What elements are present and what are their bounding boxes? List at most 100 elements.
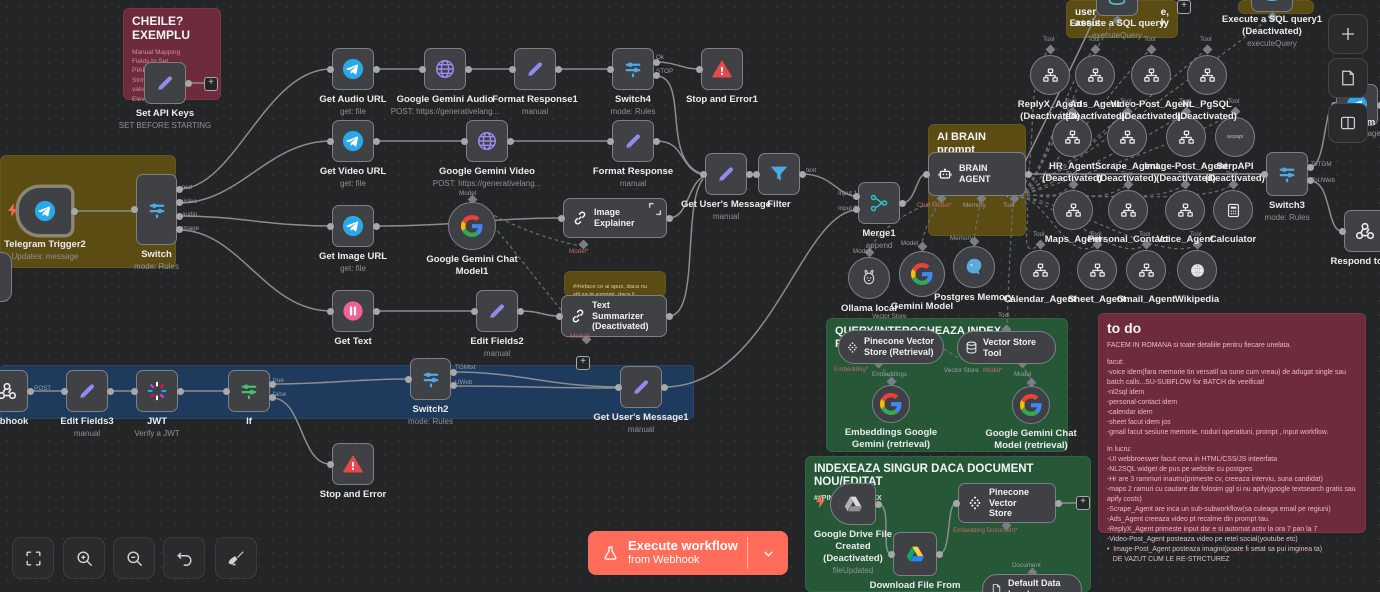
get-audio-url[interactable] (332, 48, 374, 90)
zoom-out-button[interactable] (113, 537, 155, 579)
filter[interactable] (758, 153, 800, 195)
connection-port[interactable] (952, 499, 960, 507)
connection-port[interactable] (372, 137, 380, 145)
tidy-up-button[interactable] (215, 537, 257, 579)
connection-port[interactable] (695, 65, 703, 73)
image-post-agent[interactable] (1166, 117, 1206, 157)
connection-port[interactable] (1306, 177, 1314, 185)
nl-pgsql[interactable] (1187, 55, 1227, 95)
switch2[interactable] (410, 358, 451, 400)
set-api-keys[interactable] (144, 62, 186, 104)
format-response[interactable] (612, 120, 654, 162)
gmail-agent[interactable] (1126, 250, 1166, 290)
connection-port[interactable] (506, 137, 514, 145)
connection-port[interactable] (470, 307, 478, 315)
voice-agent[interactable] (1165, 190, 1205, 230)
add-node-button[interactable] (1328, 14, 1368, 54)
connection-port[interactable] (70, 207, 78, 215)
maps-agent[interactable] (1053, 190, 1093, 230)
edit-fields3[interactable] (66, 370, 108, 412)
replyx-agent[interactable] (1030, 55, 1070, 95)
expand-icon[interactable] (647, 201, 663, 217)
connection-port[interactable] (130, 206, 138, 213)
connection-port[interactable] (665, 214, 673, 222)
connection-port[interactable] (404, 375, 412, 383)
connection-port[interactable] (326, 222, 334, 230)
connection-port[interactable] (326, 460, 334, 468)
google-drive-file-created[interactable] (830, 483, 876, 525)
connection-port[interactable] (372, 222, 380, 230)
webhook[interactable] (0, 370, 28, 412)
connection-port[interactable] (106, 387, 114, 395)
connection-port[interactable] (130, 387, 138, 395)
connection-port[interactable] (222, 387, 230, 395)
connection-port[interactable] (557, 214, 565, 222)
merge1[interactable] (858, 182, 900, 224)
connection-port[interactable] (176, 387, 184, 395)
connection-port[interactable] (614, 383, 622, 391)
connection-port[interactable] (418, 65, 426, 73)
connection-port[interactable] (175, 185, 183, 193)
calendar-agent[interactable] (1020, 250, 1060, 290)
zoom-in-button[interactable] (63, 537, 105, 579)
ads-agent[interactable] (1075, 55, 1115, 95)
connection-port[interactable] (852, 206, 860, 214)
edit-fields2[interactable] (476, 290, 518, 332)
stop-and-error1[interactable] (701, 48, 743, 90)
get-users-message1[interactable] (620, 366, 662, 408)
switch3[interactable] (1266, 152, 1308, 196)
connection-port[interactable] (326, 137, 334, 145)
add-sticky-button[interactable] (1328, 58, 1368, 98)
wikipedia[interactable] (1177, 250, 1217, 290)
connection-port[interactable] (652, 137, 660, 145)
connection-port[interactable] (372, 65, 380, 73)
connection-port[interactable] (464, 65, 472, 73)
undo-button[interactable] (163, 537, 205, 579)
hr-agent[interactable] (1052, 117, 1092, 157)
sheet-agent[interactable] (1077, 250, 1117, 290)
image-explainer[interactable]: Image Explainer (563, 198, 667, 238)
connection-port[interactable] (665, 312, 673, 320)
connection-port[interactable] (449, 368, 457, 376)
google-gemini-video[interactable] (466, 120, 508, 162)
connection-port[interactable] (1260, 170, 1268, 178)
gemini-model[interactable] (899, 251, 945, 297)
ollama-local[interactable] (848, 257, 890, 299)
calculator[interactable] (1213, 190, 1253, 230)
toggle-panel-button[interactable] (1328, 103, 1368, 143)
fit-view-button[interactable] (12, 537, 54, 579)
execute-workflow-button[interactable]: Execute workflow from Webhook (588, 531, 788, 575)
get-text[interactable] (332, 290, 374, 332)
add-node-endpoint[interactable]: + (204, 77, 218, 91)
jwt[interactable] (136, 370, 178, 412)
connection-port[interactable] (326, 65, 334, 73)
video-post-agent[interactable] (1131, 55, 1171, 95)
google-gemini-chat-model-retrieval[interactable] (1012, 386, 1050, 424)
connection-port[interactable] (606, 137, 614, 145)
connection-port[interactable] (1376, 101, 1380, 109)
get-users-message[interactable] (705, 153, 747, 195)
connection-port[interactable] (175, 199, 183, 207)
execute-a-sql-query[interactable] (1096, 0, 1138, 16)
google-gemini-audio[interactable] (424, 48, 466, 90)
chevron-down-icon[interactable] (748, 547, 788, 560)
connection-port[interactable] (798, 170, 806, 178)
stop-and-error[interactable] (332, 443, 374, 485)
execute-a-sql-query1[interactable] (1251, 0, 1293, 12)
text-summarizer[interactable]: Text Summarizer(Deactivated) (561, 295, 667, 337)
connection-port[interactable] (268, 380, 276, 388)
connection-port[interactable] (175, 212, 183, 220)
connection-port[interactable] (175, 226, 183, 234)
switch[interactable] (136, 174, 177, 245)
vector-store-tool[interactable]: Vector Store Tool (957, 331, 1056, 364)
connection-port[interactable] (699, 170, 707, 178)
connection-port[interactable] (460, 137, 468, 145)
offscreen-node[interactable] (0, 252, 12, 302)
connection-port[interactable] (660, 383, 668, 391)
connection-port[interactable] (508, 65, 516, 73)
telegram-trigger2[interactable] (18, 187, 72, 235)
